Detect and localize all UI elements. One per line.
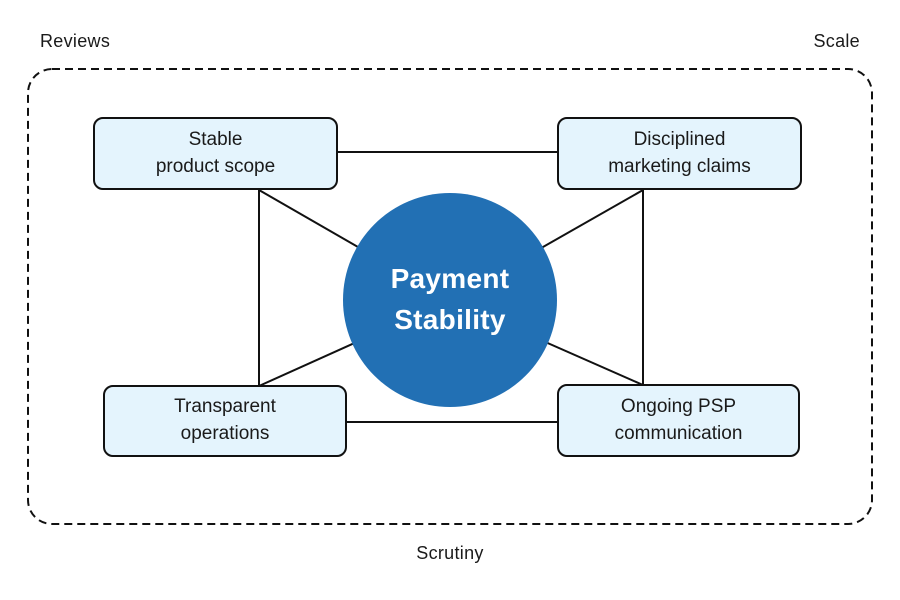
node-label-line: marketing claims	[608, 155, 751, 177]
node-label-line: communication	[614, 422, 743, 444]
node-label-line: Disciplined	[633, 128, 726, 150]
center-label-line: Payment	[390, 263, 510, 295]
node-label-line: operations	[180, 423, 270, 444]
bottom-label-scrutiny: Scrutiny	[416, 543, 484, 563]
node-disciplined-marketing-claims: Disciplined marketing claims	[557, 117, 802, 190]
node-transparent-operations: Transparent operations	[103, 385, 347, 457]
center-label-line: Stability	[394, 304, 506, 335]
node-label-line: product scope	[155, 155, 276, 177]
corner-label-scale: Scale	[813, 31, 860, 51]
node-label-line: Stable	[188, 128, 243, 150]
node-label-line: Transparent	[174, 396, 276, 418]
corner-label-reviews: Reviews	[40, 31, 111, 51]
node-label-line: Ongoing PSP	[620, 395, 737, 417]
node-stable-product-scope: Stable product scope	[93, 117, 338, 190]
center-node-payment-stability: Payment Stability	[343, 193, 557, 407]
node-ongoing-psp-communication: Ongoing PSP communication	[557, 384, 800, 457]
dashed-frame	[27, 68, 873, 525]
